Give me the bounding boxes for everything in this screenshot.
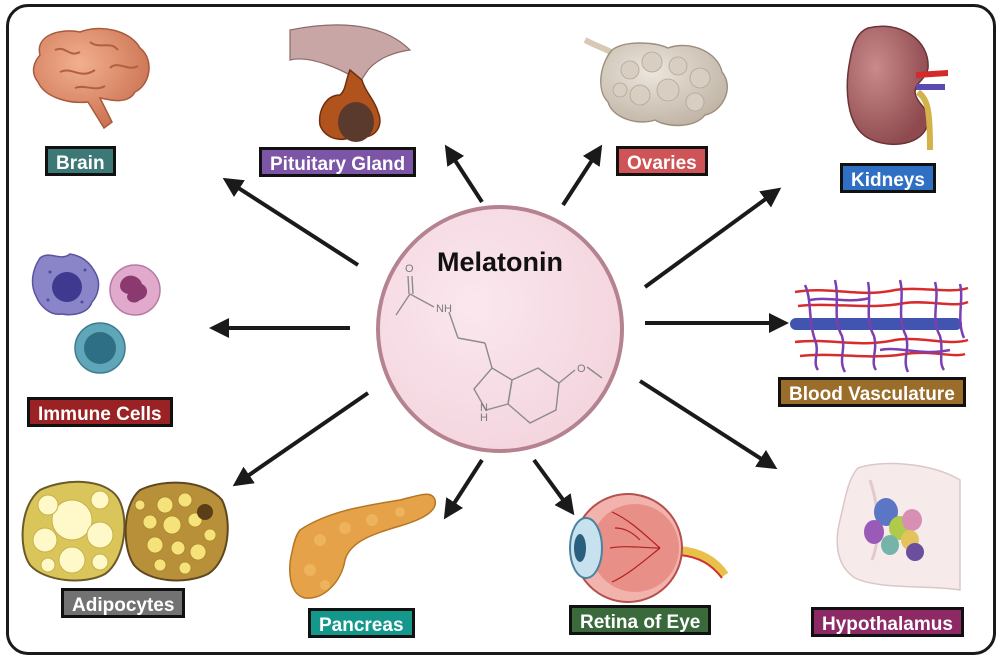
arrow-pituitary [444,144,484,204]
melatonin-atom-labels: O NH O N H [405,263,586,424]
arrow-adipocytes [232,391,370,487]
label-brain: Brain [45,146,116,176]
center-title: Melatonin [437,247,563,277]
arrow-ovaries [561,144,603,207]
atom-o-top: O [405,263,414,275]
label-blood-vasculature: Blood Vasculature [778,377,966,407]
atom-ring-n: N [480,402,488,414]
atom-o-methoxy: O [577,363,586,375]
label-pancreas: Pancreas [308,608,415,638]
label-pituitary-gland: Pituitary Gland [259,147,417,177]
melatonin-structure [395,275,603,424]
label-ovaries: Ovaries [616,146,708,176]
label-hypothalamus: Hypothalamus [811,607,964,637]
label-retina-of-eye: Retina of Eye [569,605,712,635]
adipocytes-icon [21,480,229,582]
label-adipocytes: Adipocytes [61,588,186,618]
hypothalamus-icon [836,462,961,591]
arrow-retina [532,458,575,516]
arrows [209,144,789,520]
arrow-kidneys [643,187,782,289]
pancreas-icon [289,493,436,599]
melatonin-circle [376,205,624,453]
ovary-icon [583,37,728,127]
label-kidneys: Kidneys [840,163,936,193]
kidney-icon [846,25,948,151]
pituitary-gland-icon [289,24,412,142]
eye-icon [569,493,729,603]
blood-vessels-icon [790,279,969,373]
immune-cells-icon [31,253,161,374]
arrow-hypothalamus [638,379,778,470]
arrow-brain [222,177,360,267]
label-immune-cells: Immune Cells [27,397,173,427]
atom-nh: NH [436,303,452,315]
arrow-pancreas [443,458,484,520]
atom-ring-h: H [480,412,488,424]
brain-icon [32,27,150,130]
